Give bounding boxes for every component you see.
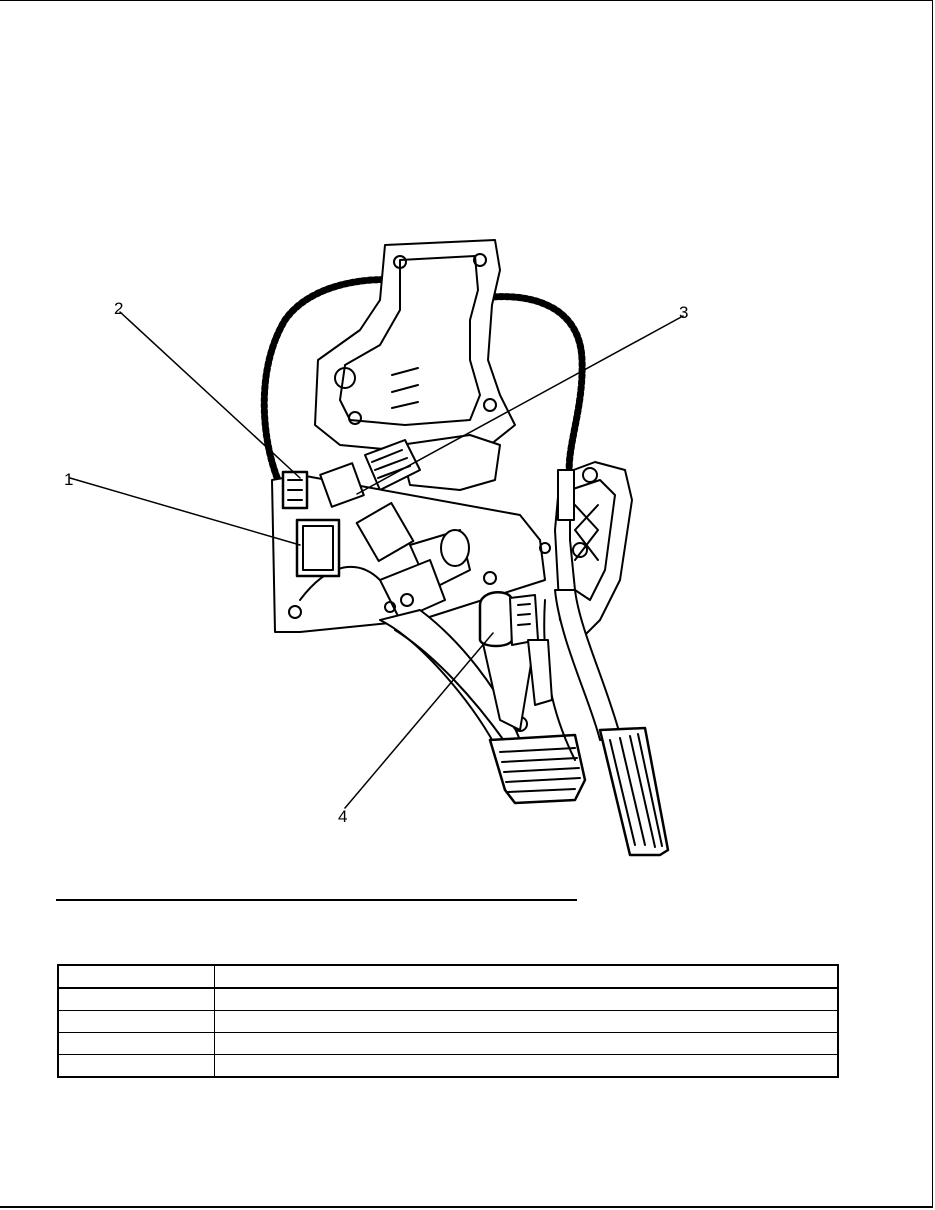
table-row <box>57 964 839 989</box>
table-cell-callout <box>57 1010 215 1033</box>
callout-3-label: 3 <box>679 303 688 322</box>
table-cell-component <box>214 1010 839 1033</box>
table-cell-callout <box>57 1054 215 1078</box>
table-cell-callout <box>57 987 215 1011</box>
table-row <box>57 1032 839 1055</box>
table-cell-component <box>214 1054 839 1078</box>
callout-1-label: 1 <box>64 470 73 489</box>
table-cell-component <box>214 1032 839 1055</box>
table-row <box>57 987 839 1011</box>
callout-legend-table <box>57 964 839 1078</box>
section-divider <box>56 899 577 901</box>
table-cell-component <box>214 987 839 1011</box>
table-row <box>57 1010 839 1033</box>
table-cell-callout <box>57 964 215 989</box>
table-cell-component <box>214 964 839 989</box>
table-row <box>57 1054 839 1078</box>
callout-2-label: 2 <box>114 299 123 318</box>
callout-4-label: 4 <box>338 807 347 826</box>
pedal-assembly-illustration: 2 3 1 4 <box>64 239 688 857</box>
table-cell-callout <box>57 1032 215 1055</box>
